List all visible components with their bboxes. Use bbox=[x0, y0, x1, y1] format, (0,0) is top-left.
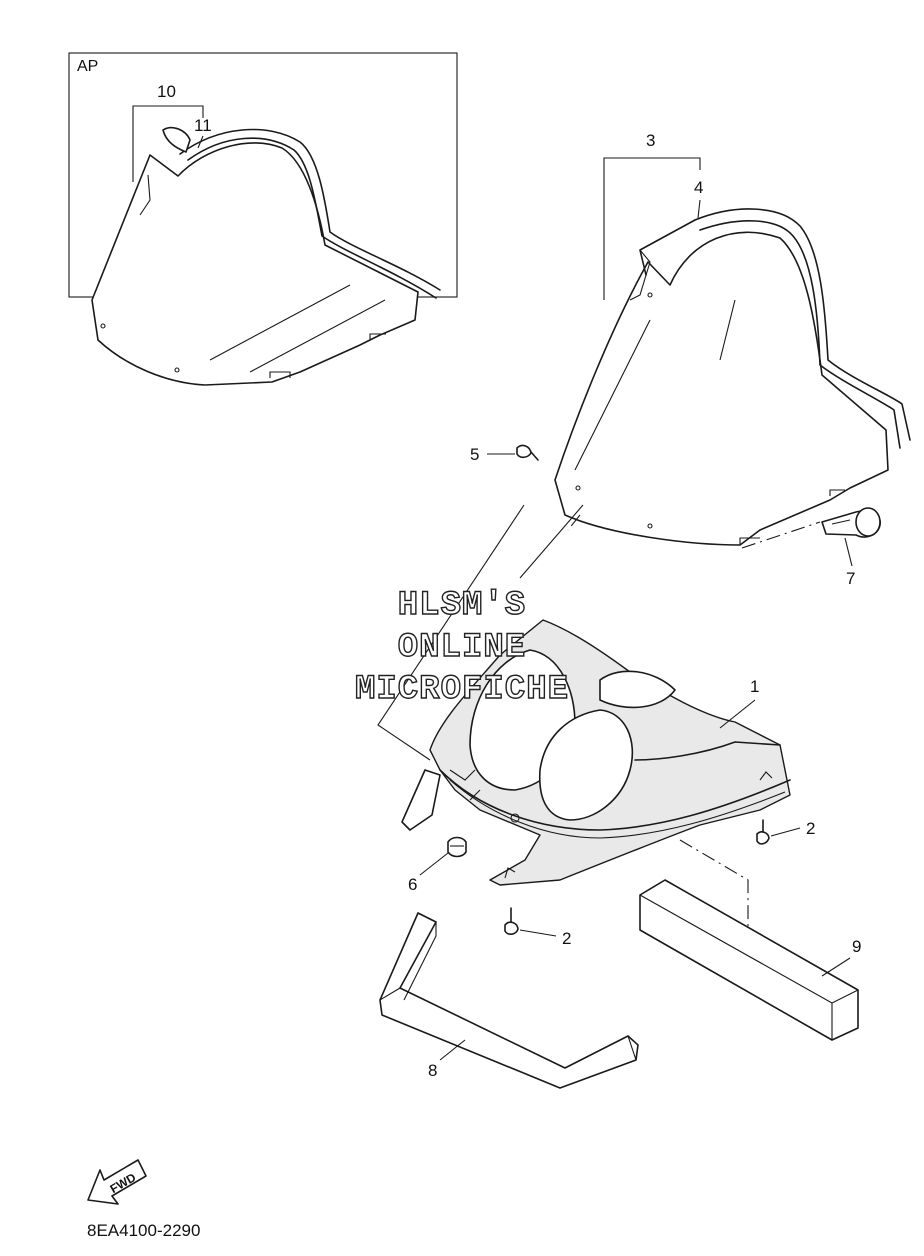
leader-4 bbox=[697, 199, 701, 219]
leader-8 bbox=[439, 1039, 466, 1061]
callout-7: 7 bbox=[846, 569, 855, 588]
watermark-line-2: ONLINE bbox=[398, 629, 526, 667]
callout-8: 8 bbox=[428, 1061, 437, 1080]
callout-6: 6 bbox=[408, 875, 417, 894]
windshield-assembly: 3 4 bbox=[554, 131, 911, 546]
leader-6 bbox=[419, 852, 449, 876]
grommet-6: 6 bbox=[408, 836, 467, 894]
leader-11 bbox=[197, 135, 204, 149]
callout-2-bottom: 2 bbox=[562, 929, 571, 948]
part-code: 8EA4100-2290 bbox=[87, 1221, 200, 1240]
screw-5: 5 bbox=[470, 444, 539, 464]
bolt-2-bottom: 2 bbox=[504, 907, 571, 948]
leader-2-right bbox=[770, 827, 801, 837]
watermark-line-1: HLSM'S bbox=[398, 587, 526, 625]
inset-label: AP bbox=[77, 58, 98, 75]
windshield-body bbox=[554, 231, 889, 546]
callout-9: 9 bbox=[852, 937, 861, 956]
callout-11: 11 bbox=[194, 116, 212, 135]
knob-7: 7 bbox=[821, 507, 881, 588]
callout-3: 3 bbox=[646, 131, 655, 150]
bolt-2-right: 2 bbox=[756, 819, 815, 845]
callout-1: 1 bbox=[750, 677, 759, 696]
pad-9: 9 bbox=[639, 879, 861, 1041]
leader-7 bbox=[844, 537, 853, 567]
callout-10: 10 bbox=[157, 82, 176, 101]
watermark: HLSM'S ONLINE MICROFICHE bbox=[354, 586, 569, 709]
leader-9 bbox=[821, 957, 851, 977]
inset-ap: AP 10 11 bbox=[68, 52, 458, 386]
inset-windshield bbox=[91, 126, 441, 386]
callout-5: 5 bbox=[470, 445, 479, 464]
cowl-1: 1 bbox=[401, 619, 791, 886]
watermark-line-3: MICROFICHE bbox=[355, 671, 569, 709]
callout-2-right: 2 bbox=[806, 819, 815, 838]
fwd-arrow-icon: FWD bbox=[87, 1159, 147, 1205]
pad-8: 8 bbox=[379, 912, 639, 1089]
leader-10 bbox=[132, 105, 204, 182]
leader-3 bbox=[603, 157, 701, 300]
leader-1 bbox=[719, 699, 756, 729]
inset-windshield-body bbox=[91, 142, 419, 386]
leader-2-bottom bbox=[519, 929, 557, 937]
callout-4: 4 bbox=[694, 178, 703, 197]
